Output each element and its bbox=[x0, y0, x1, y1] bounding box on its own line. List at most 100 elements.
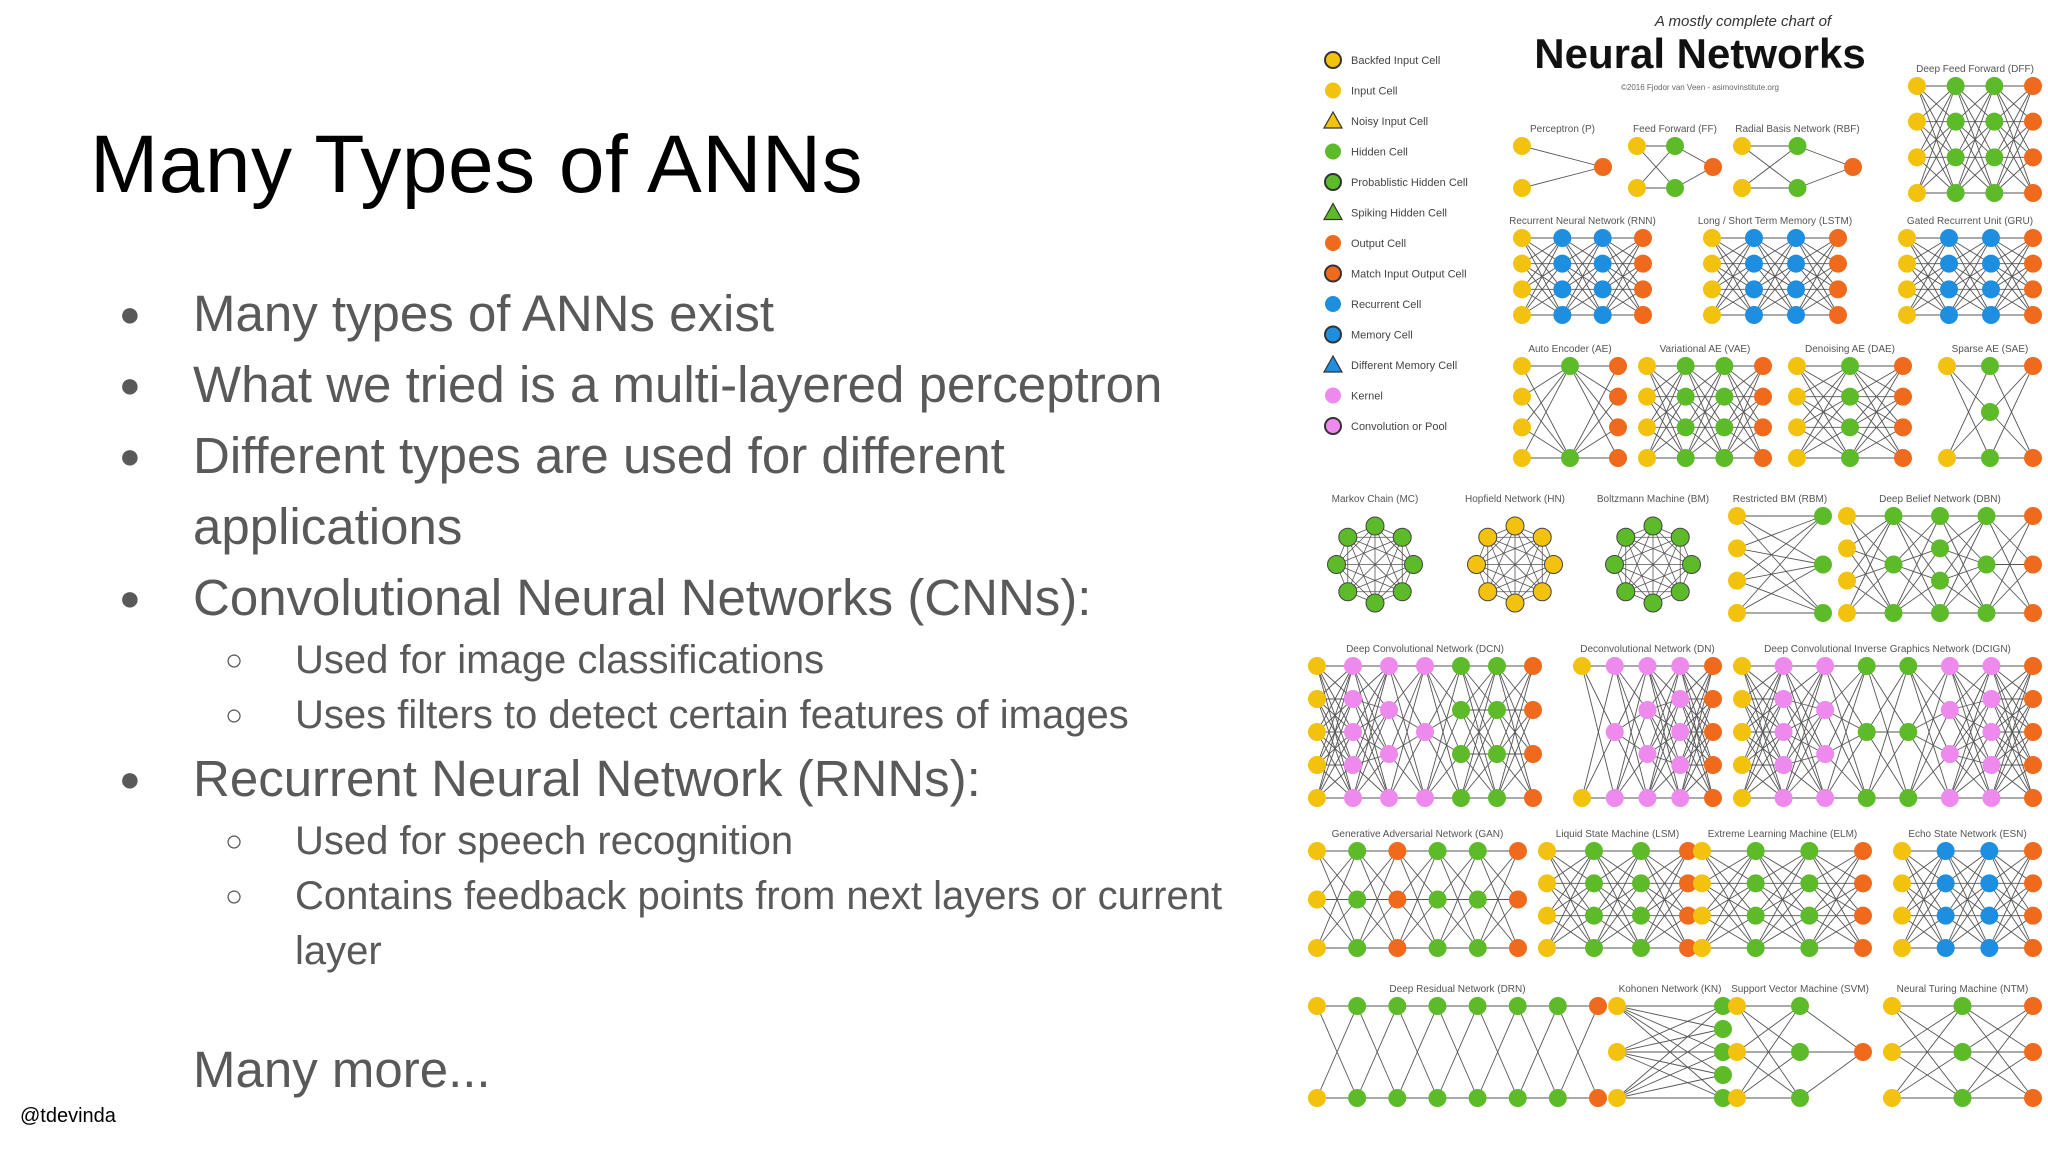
network-edge bbox=[1795, 237, 1839, 290]
network-edge bbox=[1736, 515, 1824, 582]
network-node bbox=[1593, 280, 1612, 299]
network-node bbox=[1931, 571, 1949, 590]
network-node bbox=[1509, 842, 1527, 860]
network-edge bbox=[1783, 665, 1826, 755]
legend-item: Probablistic Hidden Cell bbox=[1324, 173, 1468, 191]
legend-label: Match Input Output Cell bbox=[1351, 269, 1467, 281]
network-edge bbox=[1352, 709, 1390, 799]
network-edge bbox=[1646, 365, 1687, 428]
network-edge bbox=[1477, 850, 1519, 900]
network-node bbox=[1982, 723, 2001, 741]
network-node bbox=[1814, 604, 1832, 622]
network-edge bbox=[1647, 753, 1681, 799]
network-node bbox=[1754, 418, 1772, 437]
network-edge bbox=[1988, 850, 2034, 949]
network-node bbox=[1348, 1089, 1367, 1107]
network-node bbox=[1800, 842, 1819, 860]
network-node bbox=[1981, 449, 1999, 467]
network-edge bbox=[1808, 883, 1864, 949]
network-edge bbox=[1906, 237, 1950, 316]
network-edge bbox=[1477, 1005, 1519, 1099]
network-label: Feed Forward (FF) bbox=[1633, 124, 1717, 135]
network-node bbox=[1715, 449, 1734, 467]
network-edge bbox=[1824, 665, 1868, 799]
network-edge bbox=[1614, 665, 1648, 755]
network-node bbox=[1643, 516, 1663, 536]
network-edge bbox=[1685, 365, 1725, 459]
network-node bbox=[2024, 306, 2042, 324]
network-edge bbox=[1916, 85, 1957, 158]
network-node bbox=[1573, 789, 1591, 807]
network-edge bbox=[1949, 709, 1992, 766]
network-node bbox=[1428, 890, 1447, 909]
network-edge bbox=[1949, 665, 1992, 733]
network-node bbox=[2024, 789, 2042, 807]
network-edge bbox=[1679, 698, 1714, 799]
network-edge bbox=[1736, 515, 1824, 565]
network-node bbox=[2024, 906, 2042, 925]
network-edge bbox=[1946, 411, 1991, 459]
network-edge bbox=[1824, 665, 1868, 733]
network-edge bbox=[1437, 850, 1479, 949]
network-node bbox=[1638, 449, 1656, 467]
network-edge bbox=[1783, 709, 1826, 766]
network-edge bbox=[1496, 665, 1534, 799]
bullet-text: Convolutional Neural Networks (CNNs): bbox=[193, 569, 1092, 626]
network-edge bbox=[1569, 365, 1619, 459]
bullet-text: Different types are used for different a… bbox=[193, 427, 1005, 555]
network-node bbox=[1894, 449, 1912, 467]
network-edge bbox=[1316, 698, 1354, 799]
network-node bbox=[1605, 789, 1624, 807]
bullet-text: Many types of ANNs exist bbox=[193, 285, 775, 342]
network-node bbox=[1791, 997, 1809, 1015]
network-edge bbox=[1424, 665, 1462, 755]
network-edge bbox=[1939, 580, 1987, 614]
network-edge bbox=[1647, 709, 1681, 799]
network-node bbox=[1676, 418, 1695, 437]
network-node bbox=[1638, 745, 1657, 763]
network-edge bbox=[1849, 426, 1904, 459]
network-edge bbox=[1352, 665, 1390, 766]
network-edge bbox=[1945, 850, 1990, 884]
legend-item: Convolution or Pool bbox=[1324, 417, 1447, 435]
network-edge bbox=[1989, 365, 2034, 459]
network-edge bbox=[1846, 580, 1894, 614]
legend-label: Output Cell bbox=[1351, 238, 1406, 250]
network-node bbox=[1348, 997, 1367, 1015]
legend-item: Kernel bbox=[1325, 387, 1383, 404]
network-node bbox=[1585, 939, 1603, 957]
network-edge bbox=[1783, 665, 1826, 766]
network-edge bbox=[1948, 263, 1992, 316]
sub-bullet-ring: ○ bbox=[225, 825, 244, 858]
network-node bbox=[1478, 527, 1498, 547]
network-label: Generative Adversarial Network (GAN) bbox=[1332, 829, 1504, 840]
network-edge bbox=[1647, 698, 1681, 799]
network-node bbox=[1573, 657, 1591, 675]
legend-swatch bbox=[1322, 202, 1344, 221]
network-node bbox=[1388, 890, 1407, 909]
network-node bbox=[1814, 507, 1832, 525]
network-edge bbox=[1948, 237, 1992, 290]
network-edge bbox=[1993, 121, 2034, 194]
network-node bbox=[2024, 184, 2042, 202]
network-node bbox=[1940, 657, 1959, 675]
network-node bbox=[1524, 789, 1542, 807]
network-edge bbox=[1316, 665, 1354, 766]
network-node bbox=[1908, 112, 1926, 131]
network-node bbox=[1733, 690, 1751, 708]
network-node bbox=[1841, 449, 1859, 467]
network-node bbox=[1938, 449, 1956, 467]
network-node bbox=[2024, 874, 2042, 893]
network-node bbox=[1628, 179, 1646, 197]
network-node bbox=[1838, 571, 1856, 590]
network-node bbox=[1703, 280, 1721, 299]
network-node bbox=[1338, 527, 1358, 547]
chart-credit: ©2016 Fjodor van Veen - asimovinstitute.… bbox=[1621, 83, 1779, 92]
network-node bbox=[1589, 1089, 1607, 1107]
network-node bbox=[1733, 179, 1751, 197]
network-edge bbox=[1352, 709, 1390, 766]
legend-item: Hidden Cell bbox=[1325, 143, 1408, 160]
network-edge bbox=[1783, 709, 1826, 799]
